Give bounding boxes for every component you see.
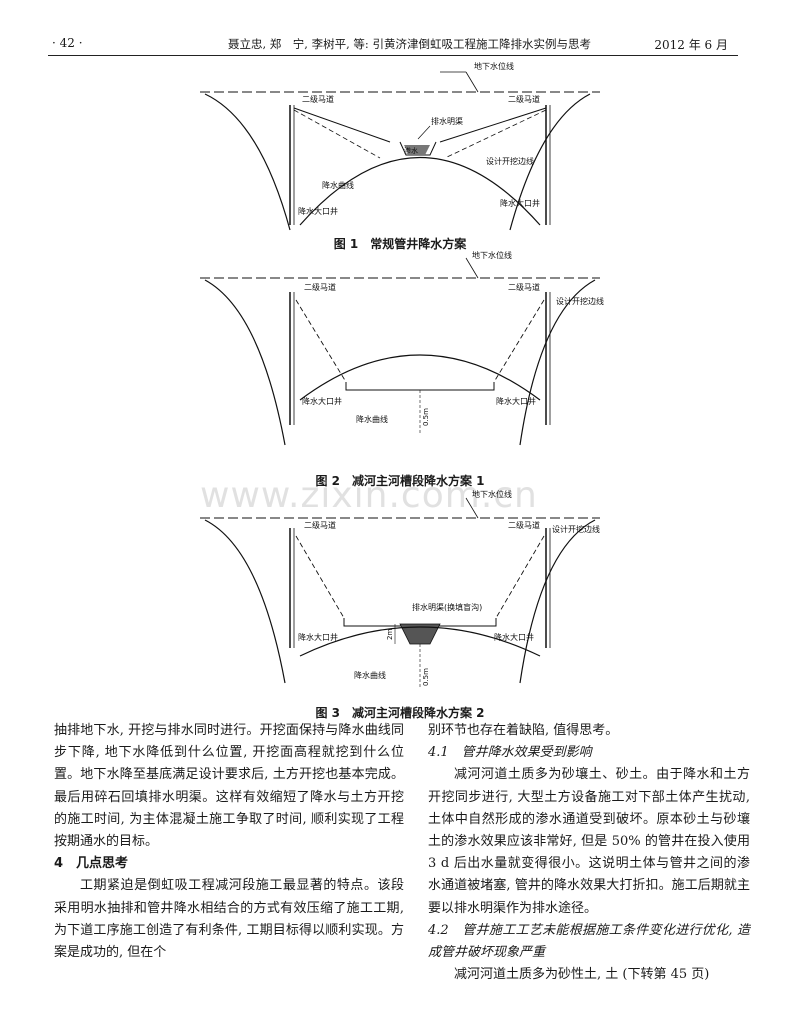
section-4-1-heading: 4.1 管井降水效果受到影响 (428, 745, 592, 761)
fig3-berm-right-label: 二级马道 (508, 520, 540, 530)
fig1-seep-label: 渗水 (404, 146, 418, 155)
fig3-drawdown-label: 降水曲线 (354, 670, 386, 680)
fig3-depth-label: 2m (386, 629, 394, 640)
fig2-excavation-label: 设计开挖边线 (556, 296, 604, 306)
fig3-drain-label: 排水明渠(换填盲沟) (412, 602, 482, 612)
fig1-drawdown-label: 降水曲线 (322, 180, 354, 190)
watermark: www.zixin.com.cn (200, 475, 538, 516)
figure-3-caption: 图 3 减河主河槽段降水方案 2 (315, 706, 485, 720)
fig2-berm-right-label: 二级马道 (508, 282, 540, 292)
issue-date: 2012 年 6 月 (654, 38, 728, 52)
figure-1-caption: 图 1 常规管井降水方案 (333, 237, 467, 251)
fig3-well-left-label: 降水大口井 (298, 632, 338, 642)
fig2-berm-left-label: 二级马道 (304, 282, 336, 292)
fig1-berm-right-label: 二级马道 (508, 94, 540, 104)
fig2-water-table-label: 地下水位线 (472, 250, 512, 260)
page-number: · 42 · (52, 36, 83, 50)
figure-2: 地下水位线 二级马道 二级马道 设计开挖边线 降水大口井 降水大口井 降水曲线 … (200, 250, 604, 446)
figure-1: 地下水位线 二级马道 二级马道 排水明渠 渗水 设计开挖边线 降水曲线 降水大口… (200, 61, 600, 231)
fig2-drawdown-label: 降水曲线 (356, 414, 388, 424)
fig1-drain-label: 排水明渠 (431, 116, 463, 126)
fig2-well-left-label: 降水大口井 (302, 396, 342, 406)
fig1-excavation-label: 设计开挖边线 (486, 156, 534, 166)
fig1-water-table-label: 地下水位线 (474, 61, 514, 71)
running-title: 聂立忠, 郑 宁, 李树平, 等: 引黄济津倒虹吸工程施工降排水实例与思考 (228, 37, 591, 51)
fig3-excavation-label: 设计开挖边线 (552, 524, 600, 534)
figure-3: 地下水位线 二级马道 二级马道 设计开挖边线 排水明渠(换填盲沟) 降水大口井 … (200, 489, 600, 688)
fig1-well-left-label: 降水大口井 (298, 206, 338, 216)
left-column: 抽排地下水, 开挖与排水同时进行。开挖面保持与降水曲线同步下降, 地下水降低到什… (54, 720, 404, 964)
fig3-well-right-label: 降水大口井 (494, 632, 534, 642)
page-header: · 42 · 聂立忠, 郑 宁, 李树平, 等: 引黄济津倒虹吸工程施工降排水实… (0, 36, 800, 56)
header-rule (48, 55, 738, 56)
fig2-well-right-label: 降水大口井 (496, 396, 536, 406)
figure-2-caption: 图 2 减河主河槽段降水方案 1 (315, 474, 485, 488)
right-column: 别环节也存在着缺陷, 值得思考。 4.1 管井降水效果受到影响 减河河道土质多为… (428, 720, 750, 986)
right-paragraph-0: 别环节也存在着缺陷, 值得思考。 (428, 723, 619, 738)
fig3-berm-left-label: 二级马道 (304, 520, 336, 530)
fig3-dim-label: 0.5m (422, 668, 430, 686)
fig1-well-right-label: 降水大口井 (500, 198, 540, 208)
fig2-dim-label: 0.5m (422, 408, 430, 426)
right-paragraph-2: 减河河道土质多为砂性土, 土 (下转第 45 页) (454, 967, 710, 983)
section-4-heading: 4 几点思考 (54, 856, 129, 872)
section-4-2-heading: 4.2 管井施工工艺未能根据施工条件变化进行优化, 造成管井破坏现象严重 (428, 922, 750, 961)
fig3-water-table-label: 地下水位线 (472, 489, 512, 499)
fig1-berm-left-label: 二级马道 (302, 94, 334, 104)
right-paragraph-1: 减河河道土质多为砂壤土、砂土。由于降水和土方开挖同步进行, 大型土方设备施工对下… (428, 767, 750, 916)
left-paragraph-2: 工期紧迫是倒虹吸工程减河段施工最显著的特点。该段采用明水抽排和管井降水相结合的方… (54, 878, 404, 961)
left-paragraph-1: 抽排地下水, 开挖与排水同时进行。开挖面保持与降水曲线同步下降, 地下水降低到什… (54, 723, 404, 850)
